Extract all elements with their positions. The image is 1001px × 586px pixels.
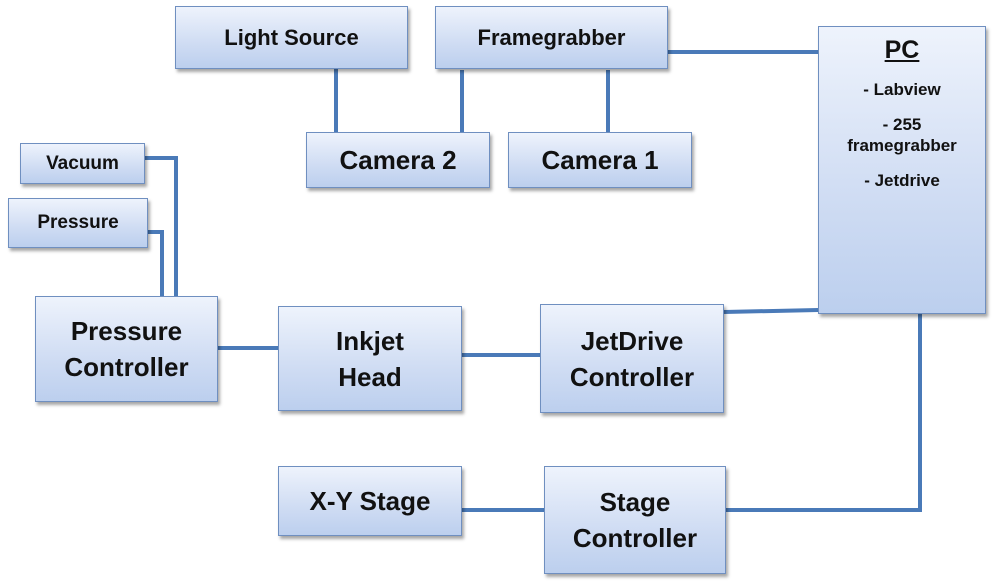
node-pressure-label: Pressure [37,212,119,233]
node-pc-item-framegrabber: framegrabber [847,136,957,155]
node-pc-item-jetdrive: - Jetdrive [864,171,940,190]
node-camera1-label: Camera 1 [541,145,659,175]
node-camera2-label: Camera 2 [339,145,457,175]
node-pc: PC - Labview - 255 framegrabber - Jetdri… [818,26,986,314]
node-stage-controller-line1: Stage [599,487,671,517]
node-inkjet-head-line1: Inkjet [336,325,404,356]
node-framegrabber-label: Framegrabber [477,24,626,50]
node-framegrabber: Framegrabber [435,6,668,69]
node-pc-item-255: - 255 [882,115,922,134]
node-jetdrive-controller: JetDrive Controller [540,304,724,413]
connector-pc-stagecontroller [726,282,922,512]
node-pc-title: PC [884,36,920,64]
node-pressure-controller-line1: Pressure [70,316,183,346]
node-jetdrive-controller-line2: Controller [569,361,695,392]
connector-pressure-pressurecontroller [148,230,164,296]
node-pressure: Pressure [8,198,148,248]
node-inkjet-head: Inkjet Head [278,306,462,411]
node-pressure-controller-line2: Controller [64,352,189,382]
connector-vacuum-pressurecontroller [145,156,178,296]
node-stage-controller-line2: Controller [572,523,698,553]
node-pressure-controller: Pressure Controller [35,296,218,402]
node-xy-stage: X-Y Stage [278,466,462,536]
node-stage-controller: Stage Controller [544,466,726,574]
node-light-source-label: Light Source [224,24,359,50]
node-vacuum: Vacuum [20,143,145,184]
node-camera1: Camera 1 [508,132,692,188]
node-xy-stage-label: X-Y Stage [309,486,431,516]
node-camera2: Camera 2 [306,132,490,188]
node-pc-item-labview: - Labview [863,80,941,99]
node-vacuum-label: Vacuum [46,152,119,174]
node-light-source: Light Source [175,6,408,69]
connector-jetdrive-pc [723,308,819,314]
node-jetdrive-controller-line1: JetDrive [580,325,684,356]
node-inkjet-head-line2: Head [338,361,402,392]
